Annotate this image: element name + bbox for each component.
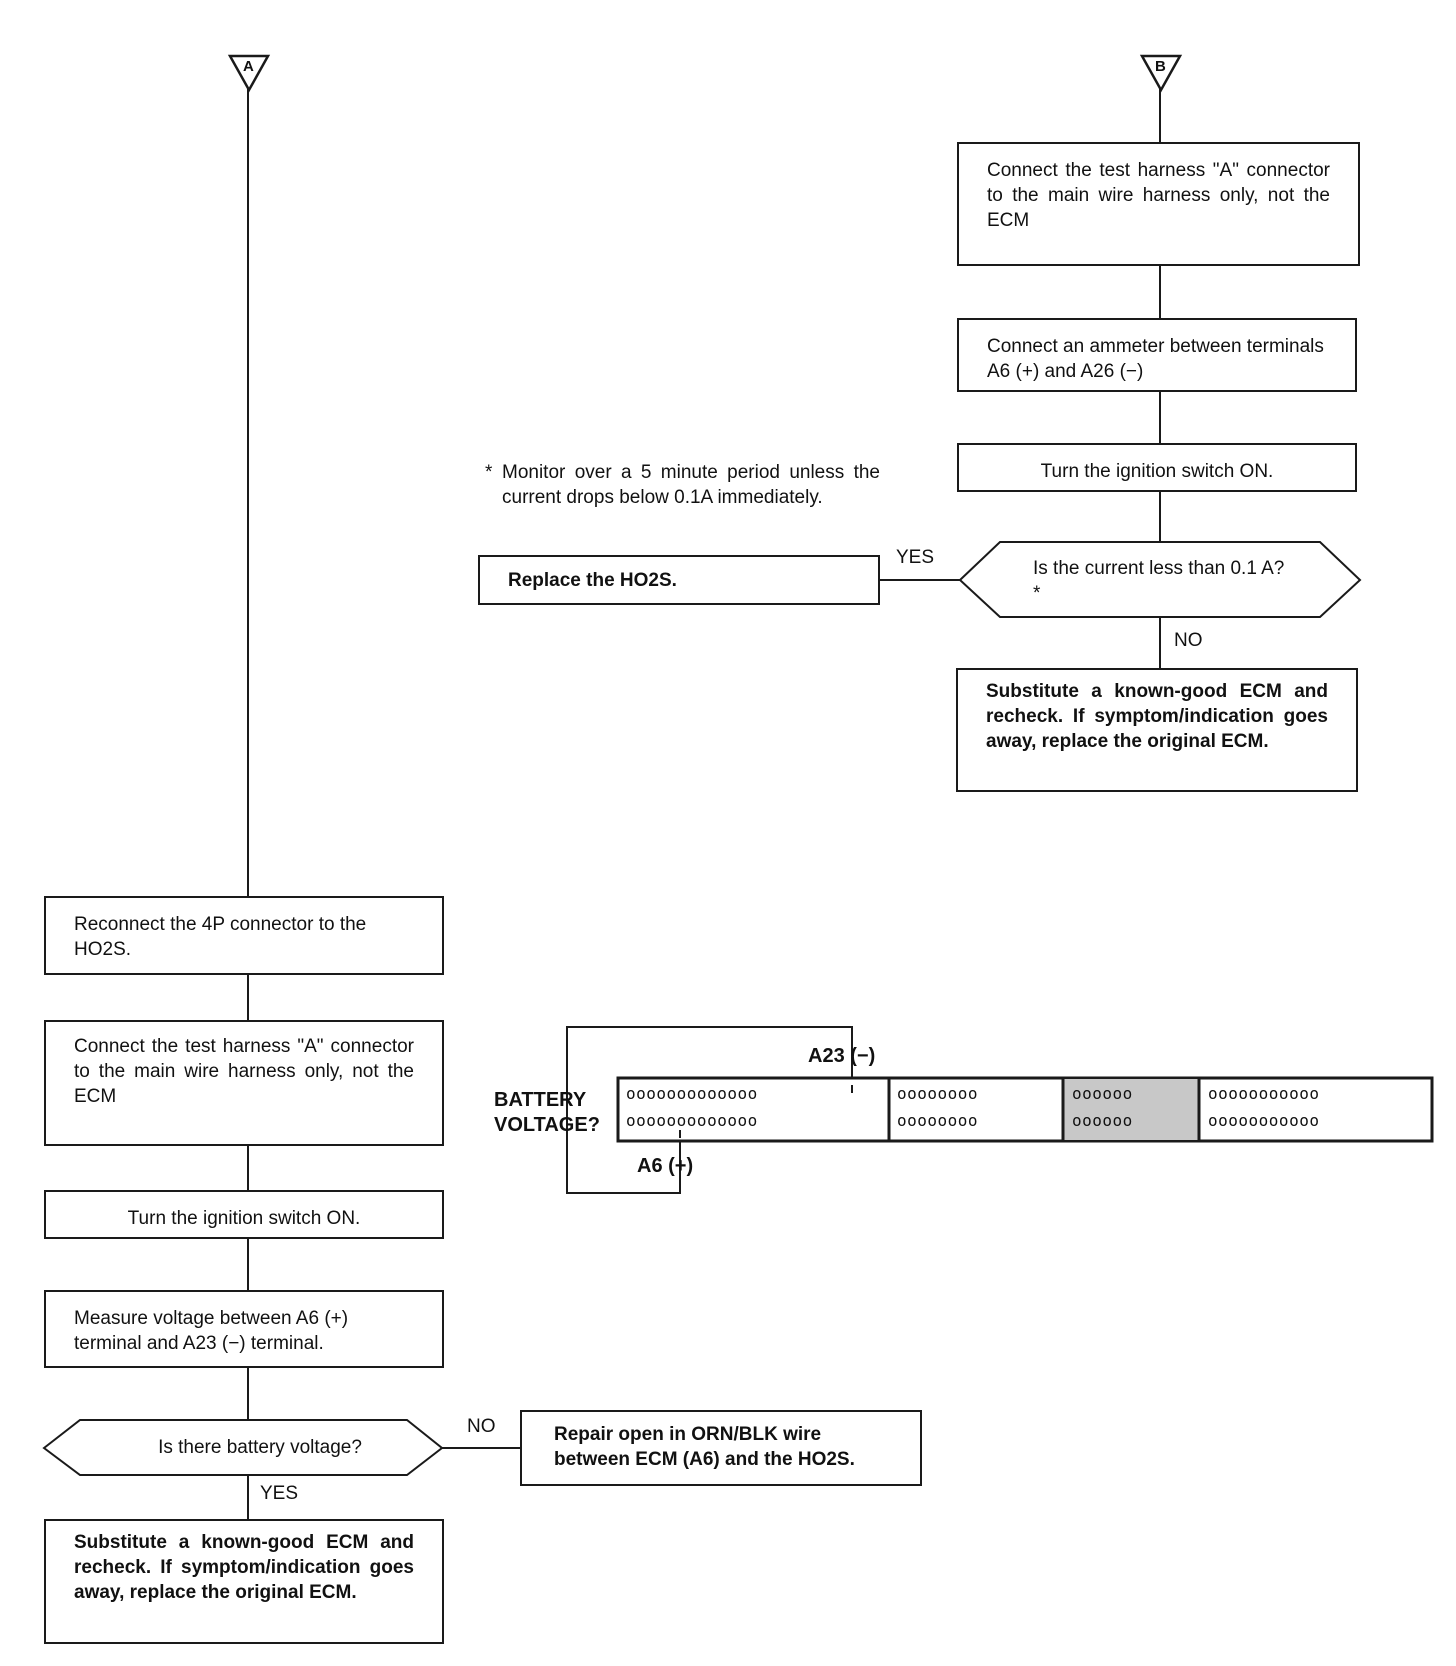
footnote-text: Monitor over a 5 minute period unless th…: [502, 462, 880, 508]
connector-section3-row2: oooooo: [1072, 1111, 1133, 1130]
connector-b-triangle: [1139, 54, 1183, 93]
a-yes-label: YES: [260, 1483, 299, 1504]
battery-voltage-label-2: VOLTAGE?: [494, 1114, 600, 1136]
connector-section2-row1: oooooooo: [897, 1084, 979, 1103]
b-step-ignition-on-text: Turn the ignition switch ON.: [1040, 461, 1274, 482]
b-step-connect-harness: Connect the test harness "A" connector t…: [957, 142, 1360, 266]
a-substitute-ecm: Substitute a known-good ECM and recheck.…: [44, 1519, 444, 1644]
terminal-a6-label: A6 (+): [637, 1155, 694, 1177]
footnote-mark: *: [485, 462, 493, 483]
a-step-ignition-on-text: Turn the ignition switch ON.: [127, 1208, 361, 1229]
connector-section2-row2: oooooooo: [897, 1111, 979, 1130]
b-yes-label: YES: [896, 547, 935, 568]
b-step-connect-ammeter-text: Connect an ammeter between terminals A6 …: [987, 336, 1324, 382]
connector-a-triangle: [227, 54, 271, 93]
a-step-ignition-on: Turn the ignition switch ON.: [44, 1190, 444, 1239]
a-step-connect-harness-text: Connect the test harness "A" connector t…: [74, 1036, 414, 1107]
a-repair-open-wire-text: Repair open in ORN/BLK wire between ECM …: [554, 1424, 855, 1470]
a-substitute-ecm-text: Substitute a known-good ECM and recheck.…: [74, 1532, 414, 1603]
decision-a-shape: [42, 1419, 444, 1476]
b-step-connect-ammeter: Connect an ammeter between terminals A6 …: [957, 318, 1357, 392]
ecm-connector-body: [616, 1076, 1434, 1143]
connector-a-label: A: [243, 58, 254, 75]
a-decision-text: Is there battery voltage?: [158, 1437, 362, 1458]
a-repair-open-wire: Repair open in ORN/BLK wire between ECM …: [520, 1410, 922, 1486]
b-decision-text: Is the current less than 0.1 A?*: [1033, 558, 1285, 604]
b-step-connect-harness-text: Connect the test harness "A" connector t…: [987, 160, 1330, 231]
connector-section1-row2: ooooooooooooo: [626, 1111, 758, 1130]
terminal-a23-label: A23 (−): [808, 1045, 876, 1067]
a-step-reconnect-4p: Reconnect the 4P connector to the HO2S.: [44, 896, 444, 975]
b-no-label: NO: [1174, 630, 1203, 651]
b-substitute-ecm: Substitute a known-good ECM and recheck.…: [956, 668, 1358, 792]
connector-section3-row1: oooooo: [1072, 1084, 1133, 1103]
battery-voltage-label-1: BATTERY: [494, 1089, 587, 1111]
connector-section4-row1: ooooooooooo: [1208, 1084, 1320, 1103]
a-step-measure-voltage: Measure voltage between A6 (+) terminal …: [44, 1290, 444, 1368]
b-replace-ho2s-text: Replace the HO2S.: [508, 570, 677, 591]
decision-b-shape: [958, 541, 1362, 618]
a-no-label: NO: [467, 1416, 496, 1437]
b-replace-ho2s: Replace the HO2S.: [478, 555, 880, 605]
a-step-connect-harness: Connect the test harness "A" connector t…: [44, 1020, 444, 1146]
connector-section1-row1: ooooooooooooo: [626, 1084, 758, 1103]
a-step-measure-voltage-text: Measure voltage between A6 (+) terminal …: [74, 1308, 349, 1354]
b-step-ignition-on: Turn the ignition switch ON.: [957, 443, 1357, 492]
a-step-reconnect-4p-text: Reconnect the 4P connector to the HO2S.: [74, 914, 367, 960]
connector-b-label: B: [1155, 58, 1166, 75]
b-substitute-ecm-text: Substitute a known-good ECM and recheck.…: [986, 681, 1328, 752]
connector-section4-row2: ooooooooooo: [1208, 1111, 1320, 1130]
